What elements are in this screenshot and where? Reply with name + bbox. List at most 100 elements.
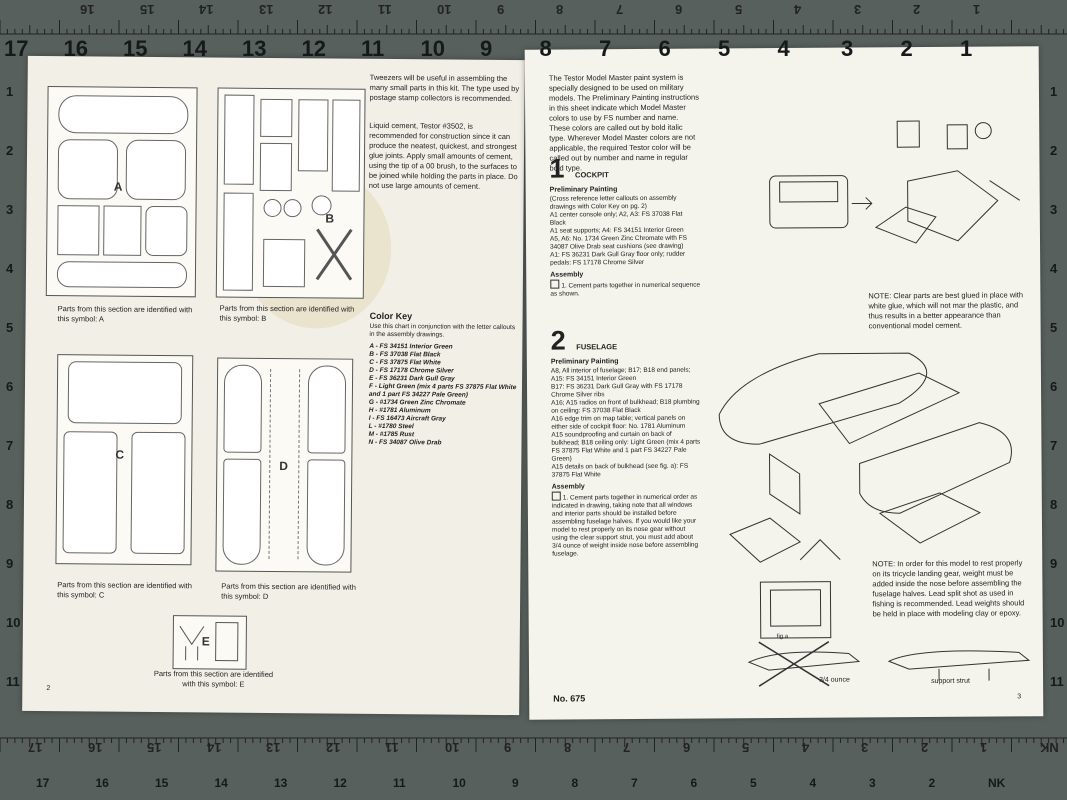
ruler-left-number: 9: [6, 556, 14, 571]
nose-weight-note: NOTE: In order for this model to rest pr…: [872, 558, 1025, 619]
ruler-ticks-top: [0, 20, 1067, 35]
ruler-left-number: 2: [6, 143, 14, 158]
color-key-item: F - Light Green (mix 4 parts FS 37875 Fl…: [368, 382, 517, 399]
section-letter-a: A: [113, 179, 123, 194]
ruler-left-number: 4: [6, 261, 14, 276]
ruler-right-number: 11: [1050, 674, 1064, 689]
ruler-top-flipped-number: 8: [556, 2, 564, 17]
ruler-right-number: 3: [1050, 202, 1058, 217]
ruler-right-number: 10: [1050, 615, 1065, 630]
ruler-top-flipped-number: 10: [437, 2, 452, 17]
step-2-title: FUSELAGE: [576, 342, 618, 352]
sprue-e: E: [172, 615, 247, 670]
ruler-top-flipped-number: 14: [199, 2, 214, 17]
section-letter-c: C: [115, 447, 125, 462]
ruler-bottom-flipped-number: 2: [920, 740, 928, 755]
ruler-bottom-number: 3: [869, 776, 876, 790]
step-2-line: A15 soundproofing and curtain on back of…: [551, 430, 701, 463]
strut-label: support strut: [931, 677, 971, 685]
ruler-bottom-number: 8: [571, 776, 579, 790]
aircraft-side-views: [747, 641, 1031, 687]
ruler-left-number: 5: [6, 320, 14, 335]
ruler-bottom-number: 6: [690, 776, 698, 790]
ruler-bottom-flipped-number: 8: [563, 740, 571, 755]
step-2-number: 2: [550, 325, 566, 356]
ruler-bottom-number: 2: [928, 776, 936, 790]
ruler-right-number: 1: [1050, 84, 1058, 99]
section-letter-e: E: [201, 634, 210, 649]
clear-parts-note: NOTE: Clear parts are best glued in plac…: [868, 290, 1024, 331]
ruler-top-flipped-number: 16: [80, 2, 95, 17]
step-2-line: A16 edge trim on map table; vertical pan…: [551, 414, 686, 431]
ruler-top-flipped-number: 9: [496, 2, 504, 17]
ruler-ticks-bottom: [0, 737, 1067, 752]
ruler-bottom-flipped-number: 5: [742, 740, 750, 755]
ruler-bottom-flipped-number: 15: [147, 740, 162, 755]
ruler-bottom-number: 15: [155, 776, 169, 790]
ruler-bottom-flipped-number: 9: [504, 740, 512, 755]
checkbox: [550, 279, 560, 289]
ruler-top-flipped-number: 15: [139, 2, 154, 17]
ruler-bottom-flipped-number: 4: [801, 740, 809, 755]
color-key-title: Color Key: [369, 310, 413, 322]
step-1-line: A1: FS 36231 Dark Gull Gray floor only; …: [550, 250, 686, 267]
sprue-b: B: [215, 87, 366, 299]
ruler-top-number: 16: [63, 36, 88, 61]
step-1-line: (Cross reference letter callouts on asse…: [549, 194, 677, 211]
sprue-c: C: [55, 354, 194, 566]
section-d-caption: Parts from this section are identified w…: [221, 581, 356, 601]
ruler-top: [0, 0, 1067, 52]
ruler-bottom-flipped-number: 17: [28, 740, 43, 755]
ruler-top-number: 11: [361, 36, 385, 61]
ruler-top-number: 10: [420, 36, 445, 61]
ruler-bottom-flipped-number: 11: [385, 740, 399, 755]
ruler-bottom-number: 17: [36, 776, 50, 790]
ruler-left-number: 7: [6, 438, 14, 453]
ruler-bottom-number: 10: [452, 776, 466, 790]
ruler-top-flipped-number: 1: [972, 2, 980, 17]
step-2-line: A8, All interior of fuselage; B17; B18 e…: [550, 366, 691, 383]
ruler-bottom-flipped-number: 13: [266, 740, 281, 755]
ruler-bottom-flipped-number: 6: [682, 740, 690, 755]
ruler-top-flipped-number: 2: [913, 2, 921, 17]
ounce-label: 3/4 ounce: [819, 676, 850, 684]
ruler-bottom-number: 13: [274, 776, 288, 790]
ruler-bottom-flipped-number: 14: [206, 740, 221, 755]
ruler-bottom-number: 12: [333, 776, 347, 790]
ruler-bottom-flipped-number: 16: [87, 740, 102, 755]
ruler-top-flipped-number: 5: [734, 2, 742, 17]
ruler-bottom-number: NK: [988, 776, 1006, 790]
ruler-top-flipped-number: 6: [675, 2, 683, 17]
ruler-bottom: [0, 720, 1067, 772]
ruler-right-number: 7: [1050, 438, 1058, 453]
ruler-bottom-flipped-number: NK: [1039, 740, 1059, 755]
left-page-number: 2: [46, 685, 51, 693]
ruler-top-flipped-number: 7: [615, 2, 623, 17]
section-letter-b: B: [325, 211, 335, 226]
tweezers-note: Tweezers will be useful in assembling th…: [369, 72, 520, 104]
ruler-top-number: 12: [301, 36, 326, 61]
ruler-top-number: 13: [242, 36, 267, 61]
ruler-top-number: 15: [123, 36, 148, 61]
ruler-left-number: 3: [6, 202, 14, 217]
step-2-assembly-text: 1. Cement parts together in numerical or…: [551, 493, 699, 558]
ruler-bottom-number: 4: [809, 776, 817, 790]
ruler-bottom-flipped-number: 7: [623, 740, 631, 755]
ruler-bottom-number: 7: [631, 776, 638, 790]
ruler-right-number: 9: [1050, 556, 1058, 571]
sprue-d: D: [215, 357, 354, 573]
left-page: A Parts from this section are identified…: [22, 55, 525, 716]
cockpit-drawing: [769, 120, 1021, 244]
ruler-top-flipped-number: 4: [794, 2, 802, 17]
ruler-top-number: 7: [599, 36, 612, 61]
section-a-caption: Parts from this section are identified w…: [57, 304, 193, 324]
color-key-intro: Use this chart in conjunction with the l…: [369, 322, 516, 339]
cement-note: Liquid cement, Testor #3502, is recommen…: [368, 120, 518, 191]
section-letter-d: D: [279, 459, 289, 474]
checkbox: [551, 491, 561, 501]
step-1-line: A1 center console only; A2, A3: FS 37038…: [549, 210, 683, 227]
step-1-line: A5, A6: No. 1734 Green Zinc Chromate wit…: [549, 234, 687, 251]
ruler-bottom-flipped-number: 1: [980, 740, 988, 755]
ruler-top-number: 17: [4, 36, 29, 61]
ruler-right-number: 4: [1050, 261, 1058, 276]
